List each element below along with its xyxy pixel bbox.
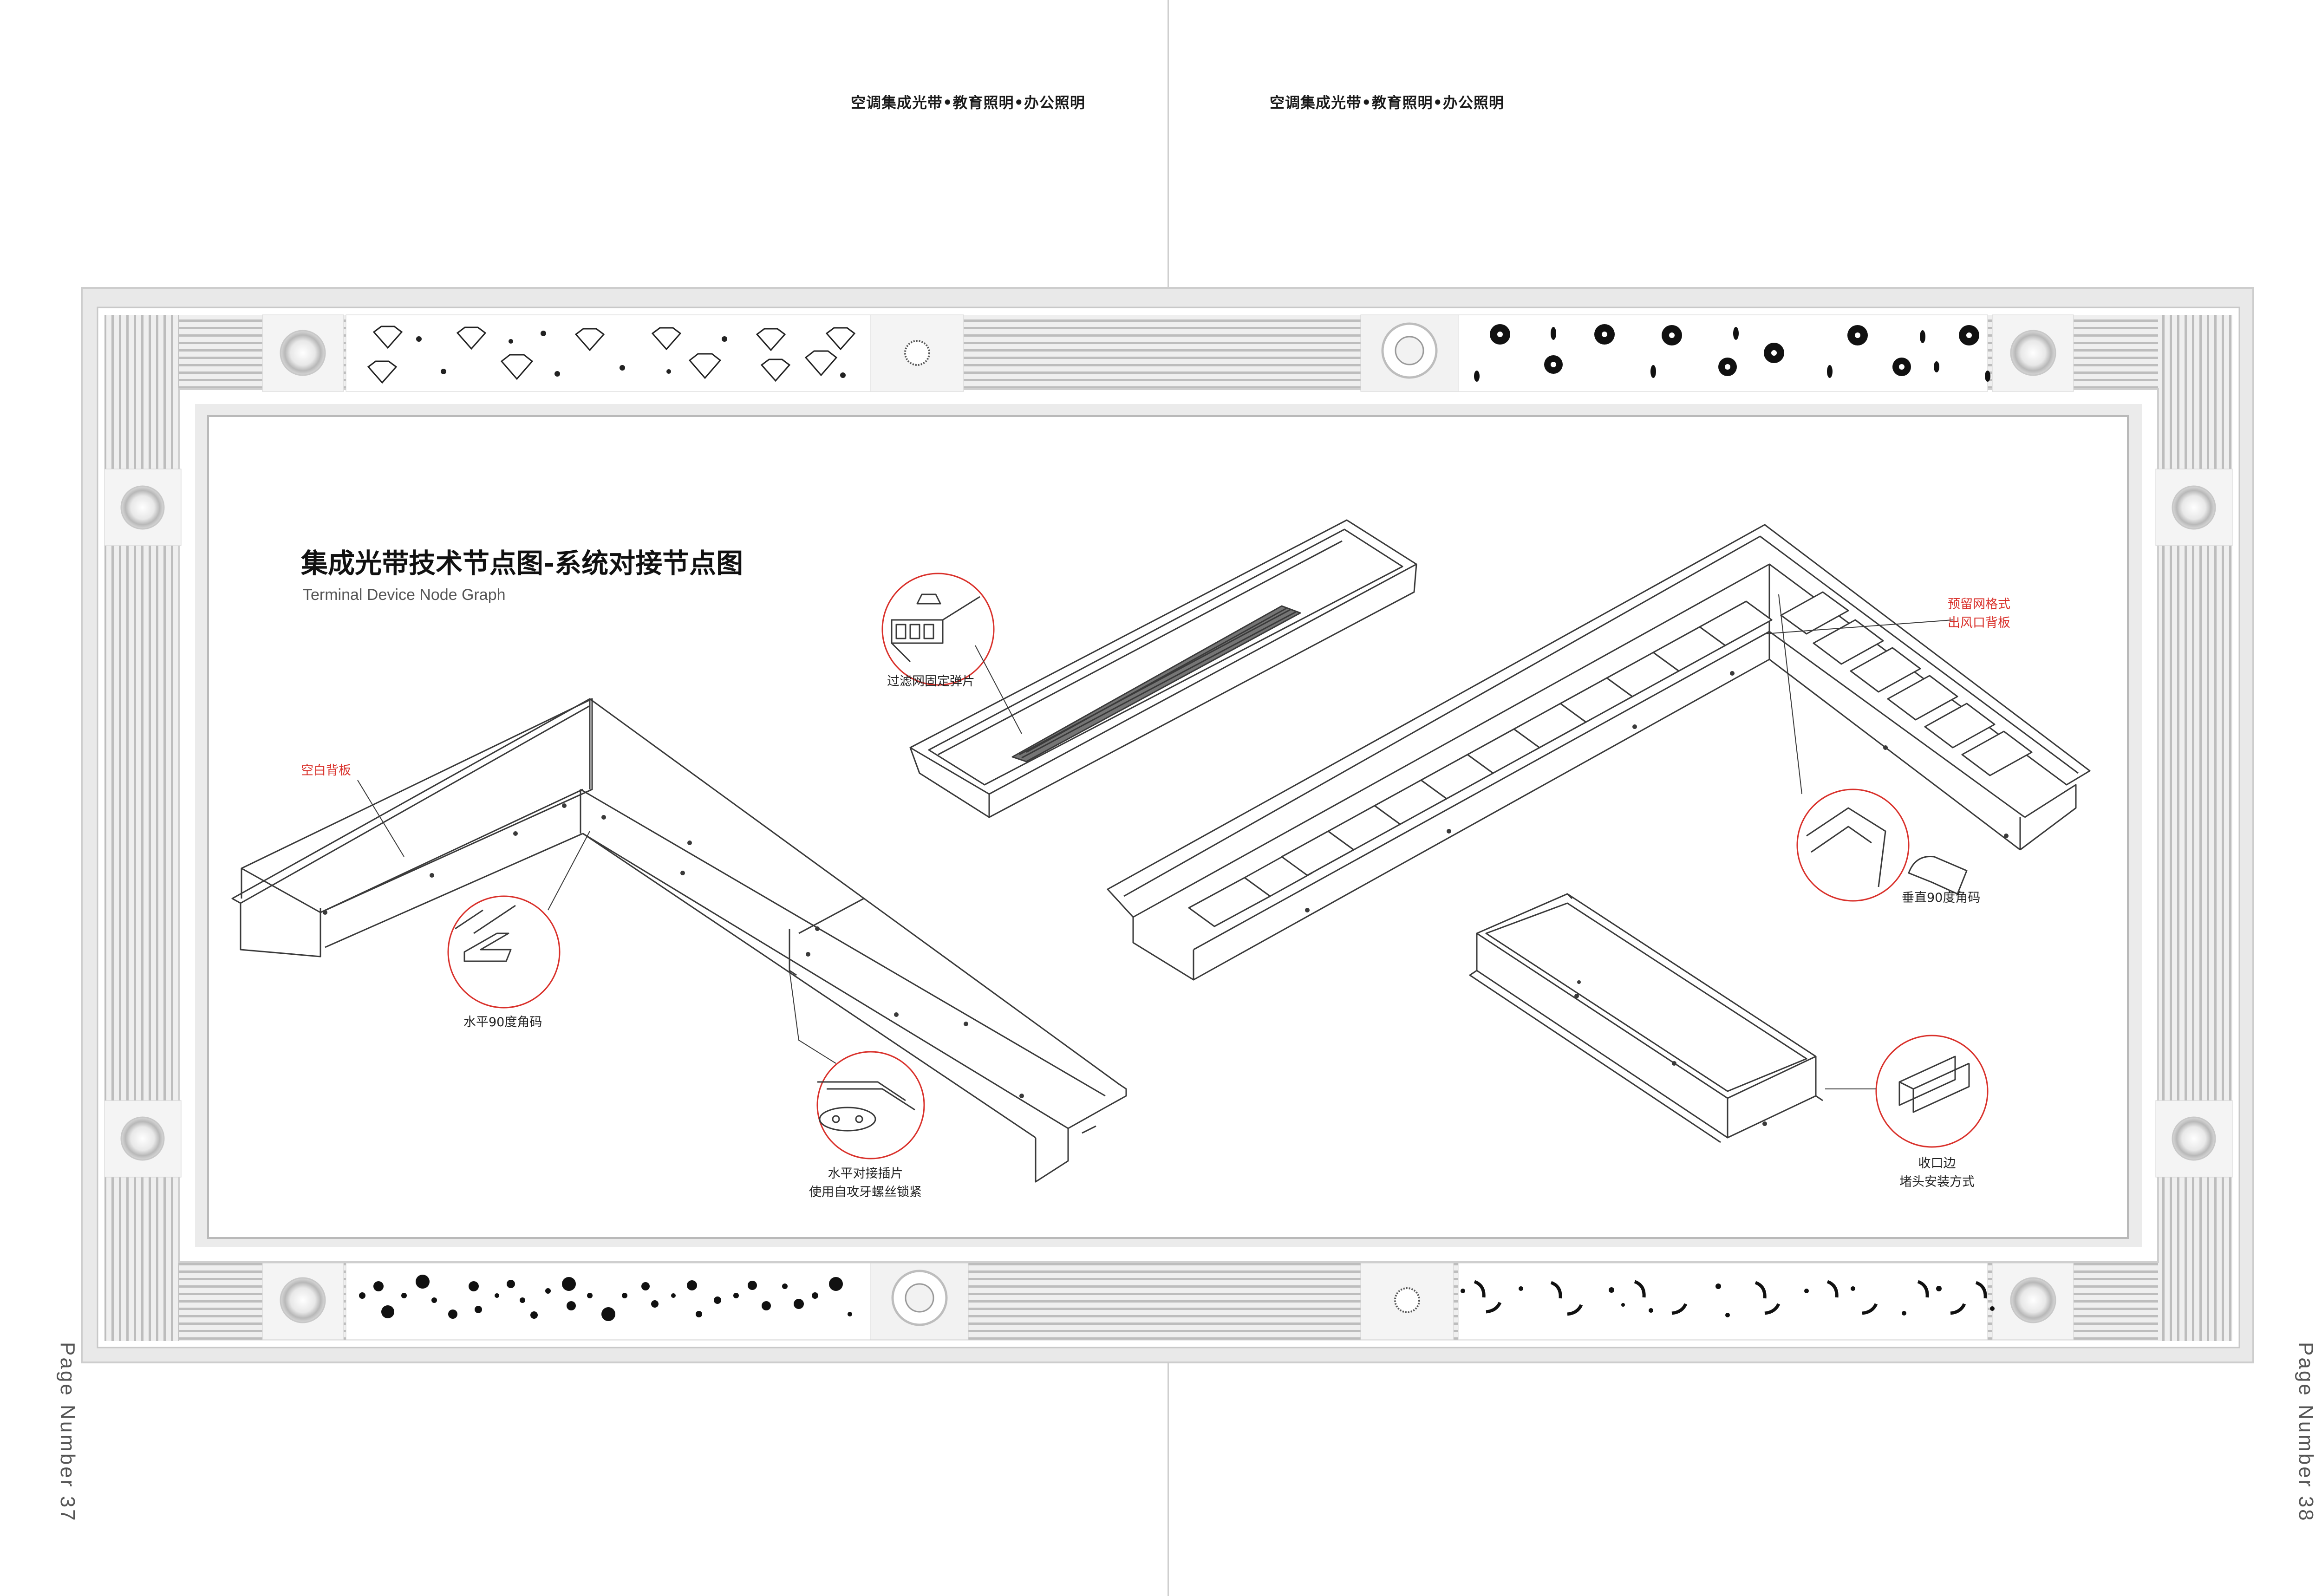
label-splice-plate: 水平对接插片 使用自攻牙螺丝锁紧 xyxy=(809,1165,922,1202)
label-grid-line1: 预留网格式 xyxy=(1948,597,2010,612)
label-edge-line2: 堵头安装方式 xyxy=(1899,1175,1975,1189)
page-number-right: Page Number 38 xyxy=(2295,1342,2317,1523)
label-splice-line1: 水平对接插片 xyxy=(828,1166,903,1181)
detail-filter-clip xyxy=(881,573,995,686)
label-blank-backplate: 空白背板 xyxy=(301,763,351,778)
detail-vertical-corner xyxy=(1796,788,1910,902)
detail-splice-plate xyxy=(816,1051,925,1160)
diagram-title: 集成光带技术节点图-系统对接节点图 xyxy=(301,547,744,579)
diagram-subtitle: Terminal Device Node Graph xyxy=(303,586,506,604)
header-left: 空调集成光带•教育照明•办公照明 xyxy=(851,94,1085,111)
label-horizontal-corner: 水平90度角码 xyxy=(463,1015,542,1029)
label-splice-line2: 使用自攻牙螺丝锁紧 xyxy=(809,1185,922,1199)
detail-horizontal-corner xyxy=(447,895,561,1009)
page-number-left: Page Number 37 xyxy=(56,1342,79,1523)
label-filter-clip: 过滤网固定弹片 xyxy=(887,674,975,689)
l-channel-blank xyxy=(231,698,1127,1183)
straight-filter-channel xyxy=(909,519,1417,818)
end-cap-channel xyxy=(1469,893,1823,1143)
header-right: 空调集成光带•教育照明•办公照明 xyxy=(1270,94,1504,111)
l-channel-grid xyxy=(1107,524,2091,981)
detail-end-cap xyxy=(1875,1035,1989,1148)
label-grid-line2: 出风口背板 xyxy=(1948,616,2010,630)
label-edge-line1: 收口边 xyxy=(1918,1156,1956,1171)
label-vertical-corner: 垂直90度角码 xyxy=(1902,891,1981,905)
label-end-cap: 收口边 堵头安装方式 xyxy=(1899,1154,1975,1192)
label-grid-backplate: 预留网格式 出风口背板 xyxy=(1948,595,2010,632)
